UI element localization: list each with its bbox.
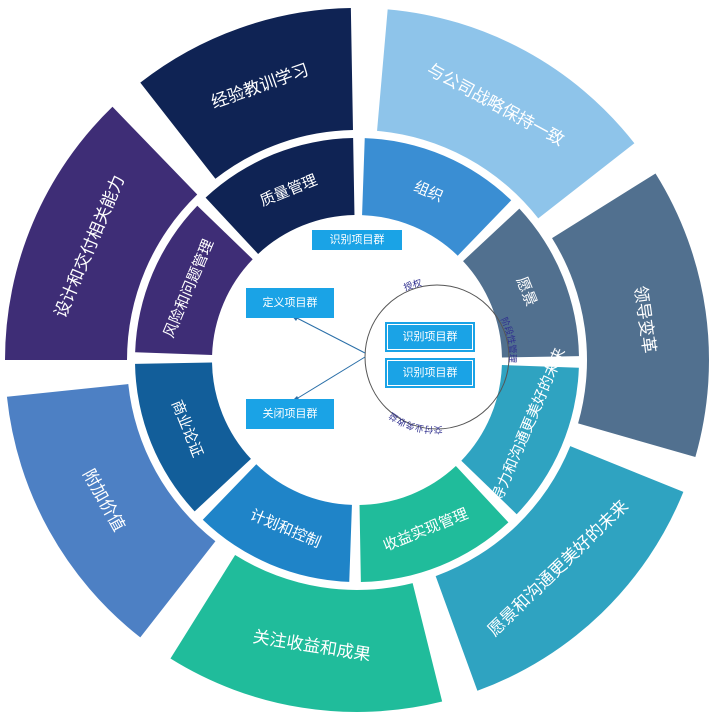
inner-segment [205, 138, 355, 254]
outer-segment [552, 173, 709, 458]
box-identify-top: 识别项目群 [312, 230, 402, 250]
inner-segment [135, 362, 251, 512]
arrow-to-define [292, 315, 366, 354]
inner-segment [202, 464, 352, 582]
outer-segment [140, 8, 353, 179]
box-identify-right-1: 识别项目群 [385, 322, 475, 352]
inner-segment [135, 205, 253, 355]
inner-segment [461, 365, 579, 515]
outer-segment [5, 106, 198, 360]
box-identify-right-2: 识别项目群 [385, 358, 475, 388]
outer-segment [170, 555, 443, 712]
arrow-to-close [292, 356, 366, 402]
outer-segment [435, 446, 684, 691]
inner-segment [463, 208, 579, 358]
inner-segment [359, 466, 509, 582]
outer-segment [6, 384, 216, 638]
outer-segment [377, 9, 635, 219]
box-define-program: 定义项目群 [246, 288, 334, 318]
inner-segment [362, 138, 512, 256]
box-close-program: 关闭项目群 [246, 399, 334, 429]
inner-ring: 组织愿景领导力和沟通更美好的未来收益实现管理计划和控制商业论证风险和问题管理质量… [135, 138, 579, 582]
